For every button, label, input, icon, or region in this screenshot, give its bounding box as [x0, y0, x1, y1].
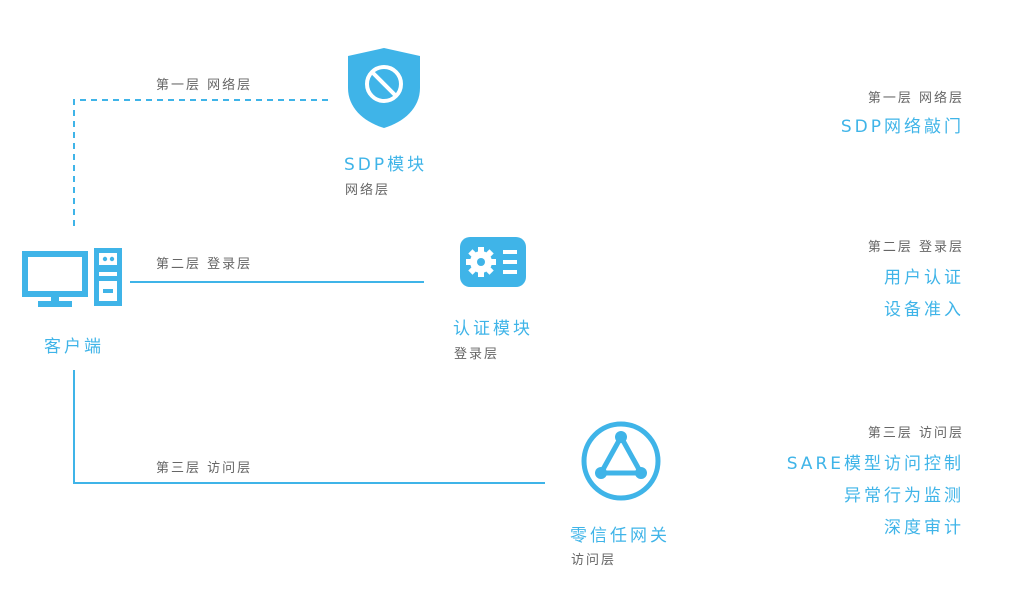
auth-module-subtitle: 登录层: [454, 347, 500, 362]
gear-card-icon: [460, 237, 526, 287]
gateway-module-subtitle: 访问层: [571, 553, 617, 568]
right-layer1-caption: 第一层 网络层: [867, 91, 964, 106]
shield-block-icon: [348, 48, 420, 128]
client-label: 客户端: [44, 337, 104, 357]
layer3-connector: [73, 370, 545, 484]
right-layer3-caption: 第三层 访问层: [867, 426, 964, 441]
triangle-nodes-icon: [581, 421, 661, 501]
right-layer1-item: SDP网络敲门: [840, 117, 964, 137]
sdp-module-title: SDP模块: [344, 155, 428, 175]
right-layer2-item: 用户认证: [884, 268, 964, 288]
sdp-module-subtitle: 网络层: [345, 183, 391, 198]
gateway-module-title: 零信任网关: [570, 526, 670, 546]
right-layer3-item: SARE模型访问控制: [786, 454, 964, 474]
right-layer2-item: 设备准入: [884, 300, 964, 320]
computer-icon: [22, 248, 122, 307]
auth-module-title: 认证模块: [453, 319, 533, 339]
right-layer2-caption: 第二层 登录层: [867, 240, 964, 255]
right-layer1-group: 第一层 网络层 SDP网络敲门: [841, 87, 964, 137]
right-layer3-item: 异常行为监测: [844, 486, 964, 506]
layer1-connector: [73, 99, 330, 226]
layer1-line-label: 第一层 网络层: [156, 78, 253, 93]
right-layer3-item: 深度审计: [884, 518, 964, 538]
right-layer2-group: 第二层 登录层 用户认证 设备准入: [868, 236, 964, 320]
layer3-line-label: 第三层 访问层: [156, 461, 253, 476]
layer2-line-label: 第二层 登录层: [156, 257, 253, 272]
right-layer3-group: 第三层 访问层 SARE模型访问控制 异常行为监测 深度审计: [787, 422, 964, 538]
